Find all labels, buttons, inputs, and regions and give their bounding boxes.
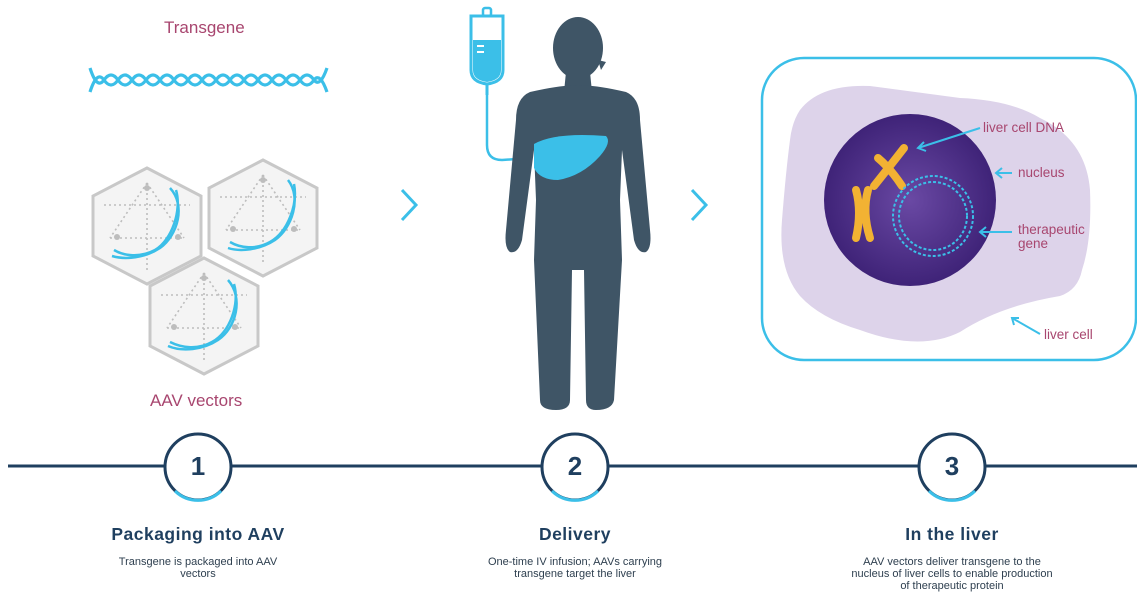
step-description-1-line-1: Transgene is packaged into AAV (118, 556, 278, 568)
step-circle-3 (917, 432, 987, 502)
step-description-1: Transgene is packaged into AAV vectors (68, 556, 328, 580)
step-circle-2 (540, 432, 610, 502)
aav-vectors-label: AAV vectors (150, 391, 243, 410)
human-body-icon (505, 17, 651, 410)
transgene-dna-icon (88, 67, 329, 93)
therapeutic-gene-icon (892, 175, 974, 257)
aav-vector-icon-2 (207, 158, 319, 278)
iv-bag-icon (469, 6, 531, 162)
step-circle-1 (163, 432, 233, 502)
liver-cell-label: liver cell (1044, 327, 1093, 342)
cell-pointer-arrow (1011, 317, 1041, 335)
chevron-right-icon-1 (400, 188, 419, 222)
step-number-3: 3 (944, 451, 960, 481)
liver-cell-dna-label: liver cell DNA (983, 120, 1065, 135)
step-description-2: One-time IV infusion; AAVs carrying tran… (445, 556, 705, 580)
liver-icon (534, 135, 608, 180)
therapeutic-gene-label-line1: therapeutic (1018, 222, 1085, 237)
step-number-2: 2 (567, 451, 583, 481)
step-title-1: Packaging into AAV (111, 524, 285, 544)
chromosome-icon-1 (870, 144, 908, 190)
aav-vector-icon-3 (148, 256, 260, 376)
chromosome-icon-2 (852, 186, 874, 242)
step-description-2-line-2: transgene target the liver (514, 568, 636, 580)
step-number-1: 1 (190, 451, 206, 481)
nucleus-label: nucleus (1018, 165, 1065, 180)
therapeutic-gene-label-line2: gene (1018, 236, 1049, 251)
step-description-3-line-1: AAV vectors deliver transgene to the (863, 556, 1041, 568)
nucleus-shape (824, 114, 996, 286)
step-title-3: In the liver (905, 524, 999, 544)
step-description-1-line-2: vectors (180, 568, 216, 580)
aav-vector-icon-1 (91, 166, 203, 286)
step-description-2-line-1: One-time IV infusion; AAVs carrying (487, 556, 663, 568)
step-description-3: AAV vectors deliver transgene to the nuc… (812, 556, 1092, 592)
step-description-3-line-3: of therapeutic protein (900, 580, 1004, 592)
step-description-3-line-2: nucleus of liver cells to enable product… (851, 568, 1053, 580)
step-title-2: Delivery (538, 524, 612, 544)
dna-pointer-arrow (917, 127, 981, 149)
transgene-label: Transgene (164, 18, 245, 37)
chevron-right-icon-2 (690, 188, 709, 222)
